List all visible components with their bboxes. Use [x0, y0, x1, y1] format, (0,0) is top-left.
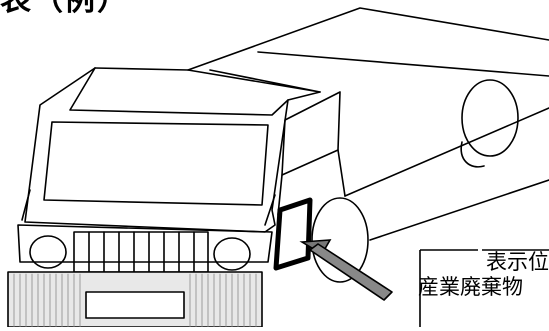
right-mirror: [264, 194, 276, 226]
left-mirror: [21, 189, 31, 221]
rear-wheel-arch: [460, 141, 485, 168]
windshield: [43, 121, 269, 206]
license-plate: [85, 291, 185, 319]
callout-line-2: 産業廃棄物: [418, 275, 523, 299]
page-heading: 表（例）: [0, 0, 130, 20]
bumper-stripes: [13, 273, 257, 328]
callout-line-1: 表示位: [486, 250, 549, 274]
cargo-bed: [187, 7, 549, 241]
pointer-arrow: [299, 239, 393, 301]
right-headlight: [213, 237, 251, 271]
heading-part-b: （: [32, 0, 64, 18]
cargo-bed-edge: [257, 51, 549, 77]
cab-outline: [24, 67, 321, 233]
hood: [17, 224, 273, 263]
callout-frame: [419, 249, 549, 327]
heading-part-c: 例）: [64, 0, 130, 18]
windshield-top: [69, 67, 289, 116]
grille: [73, 231, 209, 273]
display-marking-box: [273, 197, 313, 271]
rear-wheel: [461, 79, 519, 157]
callout-label: 表示位 産業廃棄物: [410, 244, 549, 327]
side-window: [281, 91, 341, 176]
heading-part-a: 表: [0, 0, 32, 18]
cab-roof: [94, 67, 321, 93]
front-wheel: [311, 197, 369, 283]
grille-bars: [88, 231, 195, 273]
left-headlight: [29, 235, 67, 269]
